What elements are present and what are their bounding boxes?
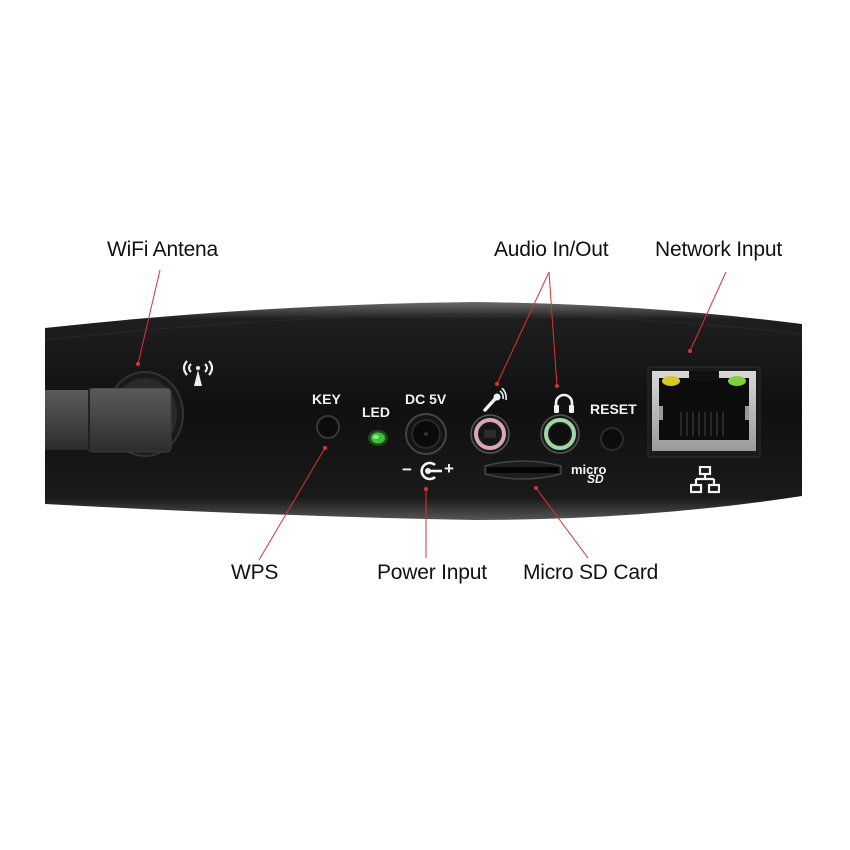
callout-wps: WPS (231, 561, 279, 584)
dc-5v-label: DC 5V (405, 391, 447, 407)
callout-wifi-antenna: WiFi Antena (107, 238, 219, 261)
callout-power-input: Power Input (377, 561, 487, 584)
headphones-icon (554, 393, 574, 413)
status-led (368, 430, 388, 446)
key-label: KEY (312, 391, 341, 407)
micro-sd-logo: micro SD (571, 462, 621, 492)
wifi-antenna (45, 388, 172, 453)
network-lan-icon (690, 466, 720, 494)
microphone-icon (483, 388, 507, 412)
polarity-plus: + (444, 459, 454, 478)
ethernet-port[interactable] (647, 366, 761, 458)
device-rear-panel: KEY LED DC 5V − + (45, 300, 802, 522)
led-label: LED (362, 404, 390, 420)
micro-sd-logo-bottom: SD (587, 472, 604, 486)
callout-audio-in-out: Audio In/Out (494, 238, 609, 261)
micro-sd-logo-top: micro (571, 462, 607, 477)
callout-micro-sd-card: Micro SD Card (523, 561, 659, 584)
audio-out-jack[interactable] (539, 413, 581, 455)
wifi-signal-icon (182, 360, 214, 386)
polarity-center-positive-icon (420, 461, 442, 481)
reset-label: RESET (590, 401, 637, 417)
audio-in-jack[interactable] (469, 413, 511, 455)
dc-polarity-symbol: − + (402, 459, 458, 482)
wps-key-button[interactable] (315, 414, 341, 440)
micro-sd-slot[interactable] (481, 458, 565, 484)
dc-power-jack[interactable] (404, 412, 448, 456)
reset-button[interactable] (599, 426, 625, 452)
polarity-minus: − (402, 460, 412, 479)
callout-network-input: Network Input (655, 238, 782, 261)
